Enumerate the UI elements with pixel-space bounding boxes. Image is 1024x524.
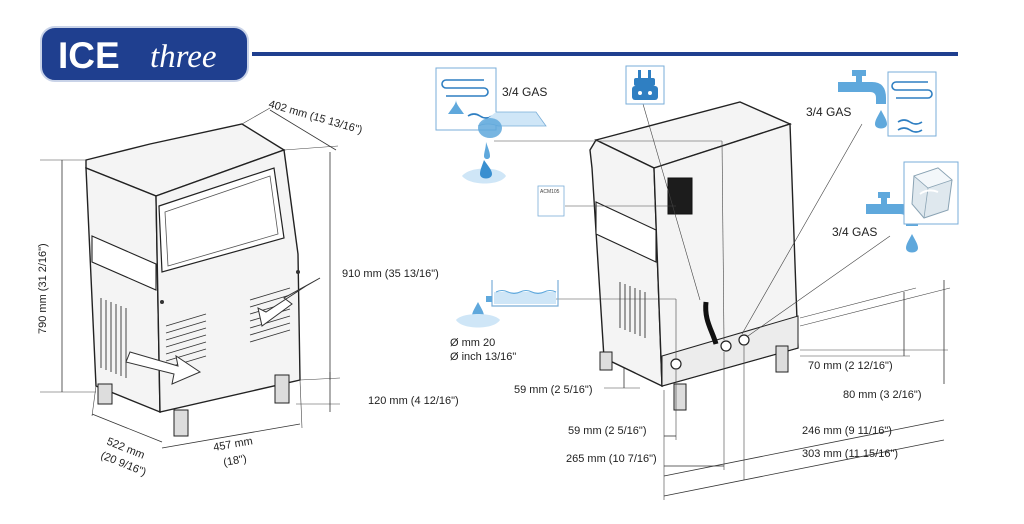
condenser-water-panel (838, 70, 937, 137)
drain-panel (456, 280, 559, 328)
drain-diameter-in: Ø inch 13/16" (450, 351, 516, 363)
electrical-box (667, 177, 693, 215)
machine-front-view (85, 123, 321, 437)
airflow-out-arrow (257, 277, 321, 327)
water-drop-icon (448, 100, 464, 114)
dim-leg-height: 120 mm (4 12/16") (368, 395, 459, 407)
gas-label-1: 3/4 GAS (502, 85, 547, 99)
gas-label-3: 3/4 GAS (832, 225, 877, 239)
control-tag-panel: ACM105 (537, 185, 565, 217)
dim-inlet-height-2: 80 mm (3 2/16") (843, 389, 922, 401)
power-cord (703, 301, 719, 345)
condenser-drain-panel (435, 67, 547, 184)
condenser-inlet-fitting (738, 334, 750, 346)
dim-drain-height: 59 mm (2 5/16") (514, 384, 593, 396)
front-grill (100, 298, 127, 378)
dim-height-left: 790 mm (31 2/16") (37, 243, 49, 334)
brand-logo-script: three (150, 39, 217, 75)
ice-water-panel (866, 161, 959, 253)
gas-label-2: 3/4 GAS (806, 105, 851, 119)
ice-cube-icon (911, 167, 953, 219)
electrical-plug-icon (632, 70, 658, 100)
dim-height-right: 910 mm (35 13/16") (342, 268, 439, 280)
rear-view-dimensions (604, 280, 951, 500)
dim-inlet-height-1: 70 mm (2 12/16") (808, 360, 893, 372)
drain-diameter-mm: Ø mm 20 (450, 337, 495, 349)
brand-logo-bold: ICE (58, 35, 120, 76)
machine-rear-view (589, 101, 799, 411)
airflow-in-arrow (125, 351, 202, 385)
dim-drain-offset: 59 mm (2 5/16") (568, 425, 647, 437)
condenser-coil-icon (441, 79, 489, 97)
electrical-plug-panel (625, 65, 665, 105)
dim-offset-246: 246 mm (9 11/16") (802, 425, 892, 437)
brand-logo: ICE three (40, 26, 249, 82)
dim-offset-265: 265 mm (10 7/16") (566, 453, 657, 465)
water-inlet-fitting (720, 340, 732, 352)
water-tap-icon (838, 70, 886, 104)
dim-offset-303: 303 mm (11 15/16") (802, 448, 898, 460)
drain-fitting (670, 358, 682, 370)
leader-lines (494, 103, 891, 360)
control-tag-label: ACM105 (540, 189, 560, 195)
front-view-dimensions (40, 107, 341, 449)
dim-width-in: (18") (222, 453, 247, 469)
